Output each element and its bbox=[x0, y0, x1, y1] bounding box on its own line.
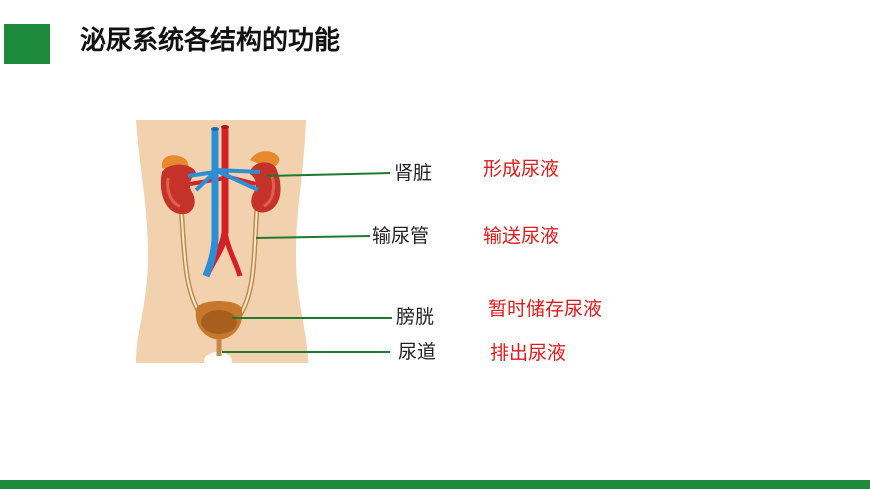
function-urethra: 排出尿液 bbox=[490, 342, 567, 364]
leader-line-kidney bbox=[265, 172, 391, 177]
urethra-opening bbox=[204, 352, 232, 370]
aorta-right-branch bbox=[222, 231, 243, 277]
renal-vein-left bbox=[187, 170, 217, 192]
label-bladder: 膀胱 bbox=[396, 306, 435, 328]
left-kidney-highlight bbox=[166, 177, 181, 208]
function-kidney: 形成尿液 bbox=[483, 158, 560, 180]
label-urethra: 尿道 bbox=[398, 341, 437, 363]
leader-line-ureter bbox=[255, 235, 371, 239]
left-kidney bbox=[160, 164, 196, 215]
right-ureter-inner bbox=[237, 194, 259, 319]
page-title: 泌尿系统各结构的功能 bbox=[80, 26, 341, 56]
bladder-shade bbox=[201, 310, 237, 334]
title-accent-block bbox=[4, 24, 50, 64]
right-adrenal bbox=[250, 151, 280, 168]
label-ureter: 输尿管 bbox=[372, 225, 430, 247]
aorta-top bbox=[221, 125, 229, 129]
vena-cava bbox=[202, 128, 219, 278]
renal-vein-right bbox=[214, 168, 261, 192]
bottom-accent-bar bbox=[0, 480, 870, 489]
label-kidney: 肾脏 bbox=[394, 162, 433, 184]
right-kidney-highlight bbox=[263, 175, 276, 208]
vena-cava-top bbox=[211, 127, 219, 131]
function-bladder: 暂时储存尿液 bbox=[488, 298, 603, 320]
function-ureter: 输送尿液 bbox=[483, 225, 560, 247]
